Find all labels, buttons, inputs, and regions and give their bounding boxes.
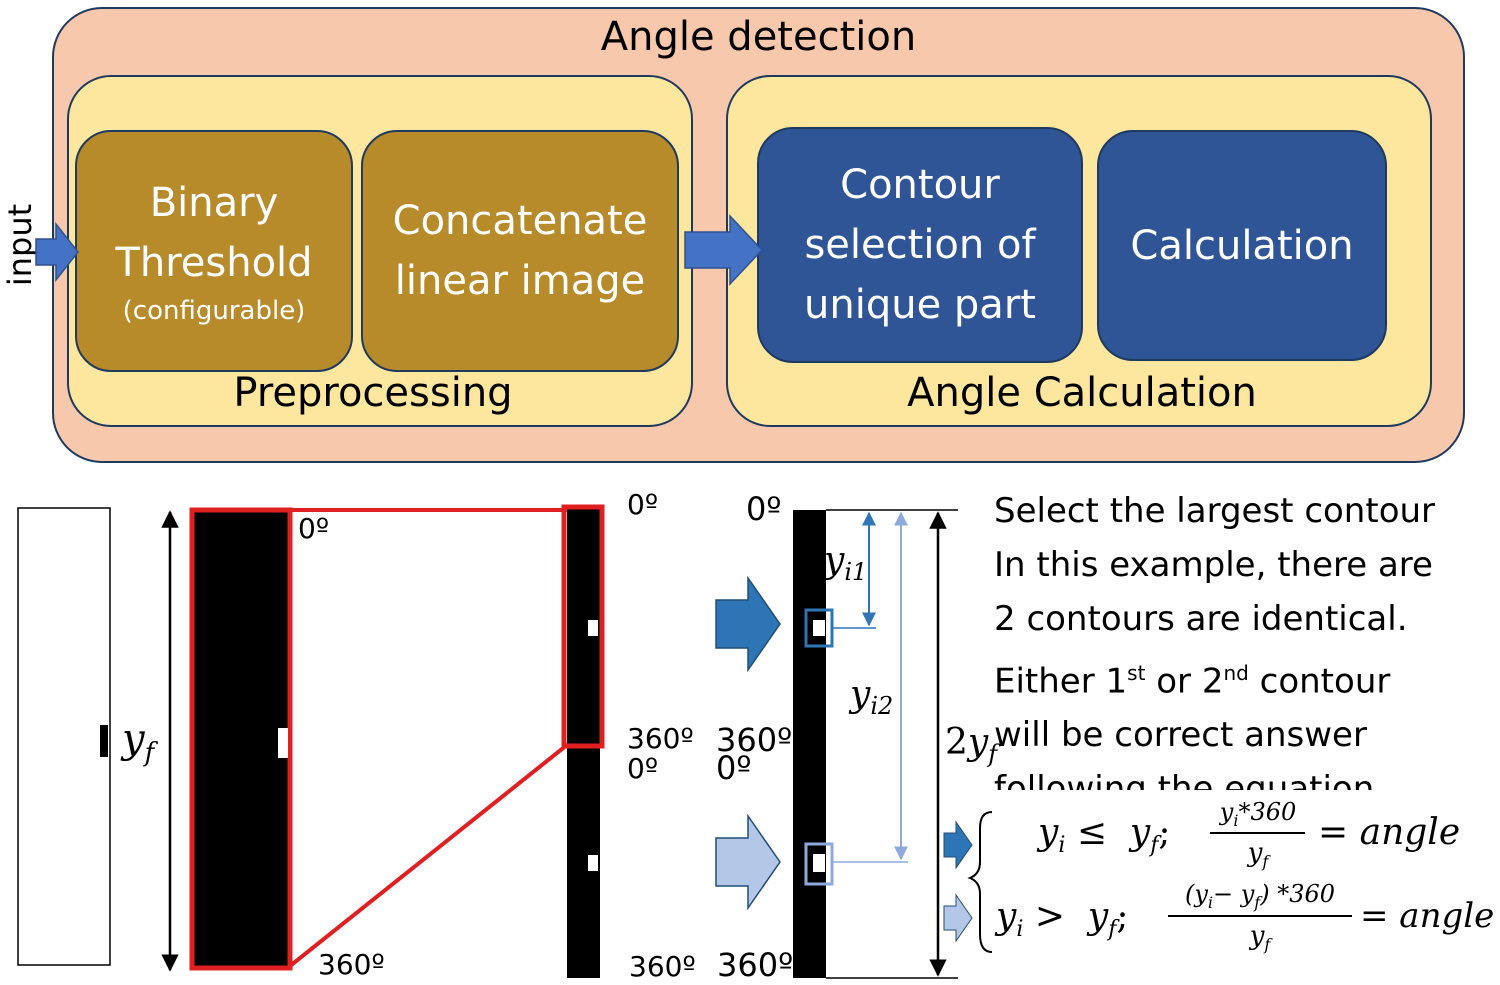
deg-0-strip-mid: 0º (627, 752, 659, 785)
concat-line2: linear image (394, 258, 646, 304)
concat-strip-highlight (561, 504, 605, 749)
deg-360-result-mid: 360º (716, 721, 793, 759)
preprocessing-label: Preprocessing (233, 370, 513, 416)
main-title: Angle detection (600, 14, 917, 60)
note-line4: Either 1st or 2nd contour (994, 661, 1391, 702)
contour-line1: Contour (840, 162, 1000, 208)
calculation-label: Calculation (1130, 222, 1354, 269)
binary-line1: Binary (149, 180, 279, 226)
eq1-arrow (943, 820, 973, 870)
concat-mark-1 (588, 620, 598, 636)
contour-line3: unique part (804, 282, 1036, 328)
contour2-box (804, 842, 834, 886)
deg-0-binary: 0º (298, 512, 330, 545)
eq2-numerator: (yi− yf) *360 (1184, 880, 1336, 912)
binary-image (189, 507, 293, 971)
eq1-numerator: yi*360 (1219, 798, 1297, 830)
binary-threshold-box: Binary Threshold (configurable) (75, 130, 353, 372)
note-line6: following the equation (994, 769, 1375, 790)
concat-strip (567, 508, 600, 978)
contour-line2: selection of (804, 222, 1036, 268)
deg-0-result-mid: 0º (716, 749, 752, 787)
two-yf-label: 2yf (945, 722, 998, 769)
note-line1: Select the largest contour (994, 491, 1436, 531)
eq2-denominator: yf (1249, 921, 1271, 955)
yi1-label: yi1 (824, 540, 868, 587)
yi2-label: yi2 (850, 674, 894, 721)
binary-sub: (configurable) (122, 296, 306, 326)
eq1-condition: yi ≤ yf; (1038, 812, 1171, 859)
note-line2: In this example, there are (994, 545, 1433, 585)
binary-line2: Threshold (115, 240, 313, 286)
equation-brace (967, 811, 993, 953)
concatenate-box: Concatenate linear image (361, 130, 679, 372)
contour2-mark (813, 854, 825, 872)
explanation-notes: Select the largest contour In this examp… (994, 484, 1494, 790)
flow-arrow (684, 214, 764, 286)
angle-calculation-label: Angle Calculation (907, 370, 1257, 416)
deg-0-strip-top: 0º (627, 488, 659, 521)
contour-selection-box: Contour selection of unique part (757, 127, 1083, 363)
zoom-line-bottom (288, 743, 569, 968)
yf-label: yf (122, 716, 155, 768)
deg-0-result-top: 0º (746, 490, 782, 528)
eq1-denominator: yf (1247, 838, 1269, 872)
input-arrow (35, 221, 79, 283)
calculation-box: Calculation (1097, 130, 1387, 361)
deg-360-result-bottom: 360º (717, 946, 794, 984)
note-line5: will be correct answer (994, 715, 1367, 756)
concat-line1: Concatenate (392, 198, 648, 244)
binary-image-mark (278, 728, 288, 758)
contour1-mark (813, 620, 825, 636)
eq2-result: = angle (1360, 896, 1495, 936)
eq2-condition: yi > yf; (996, 896, 1129, 943)
contour1-pointer-arrow (715, 575, 781, 673)
deg-360-strip-bottom: 360º (629, 950, 696, 983)
eq2-arrow (943, 893, 973, 943)
eq1-result: = angle (1318, 812, 1461, 853)
concat-mark-2 (588, 855, 598, 871)
input-image-mark (100, 725, 108, 757)
deg-360-binary: 360º (318, 948, 385, 981)
input-image (17, 507, 111, 966)
note-line3: 2 contours are identical. (994, 599, 1408, 639)
deg-360-strip-mid: 360º (627, 722, 694, 755)
result-strip (793, 510, 826, 978)
contour2-pointer-arrow (715, 813, 781, 911)
